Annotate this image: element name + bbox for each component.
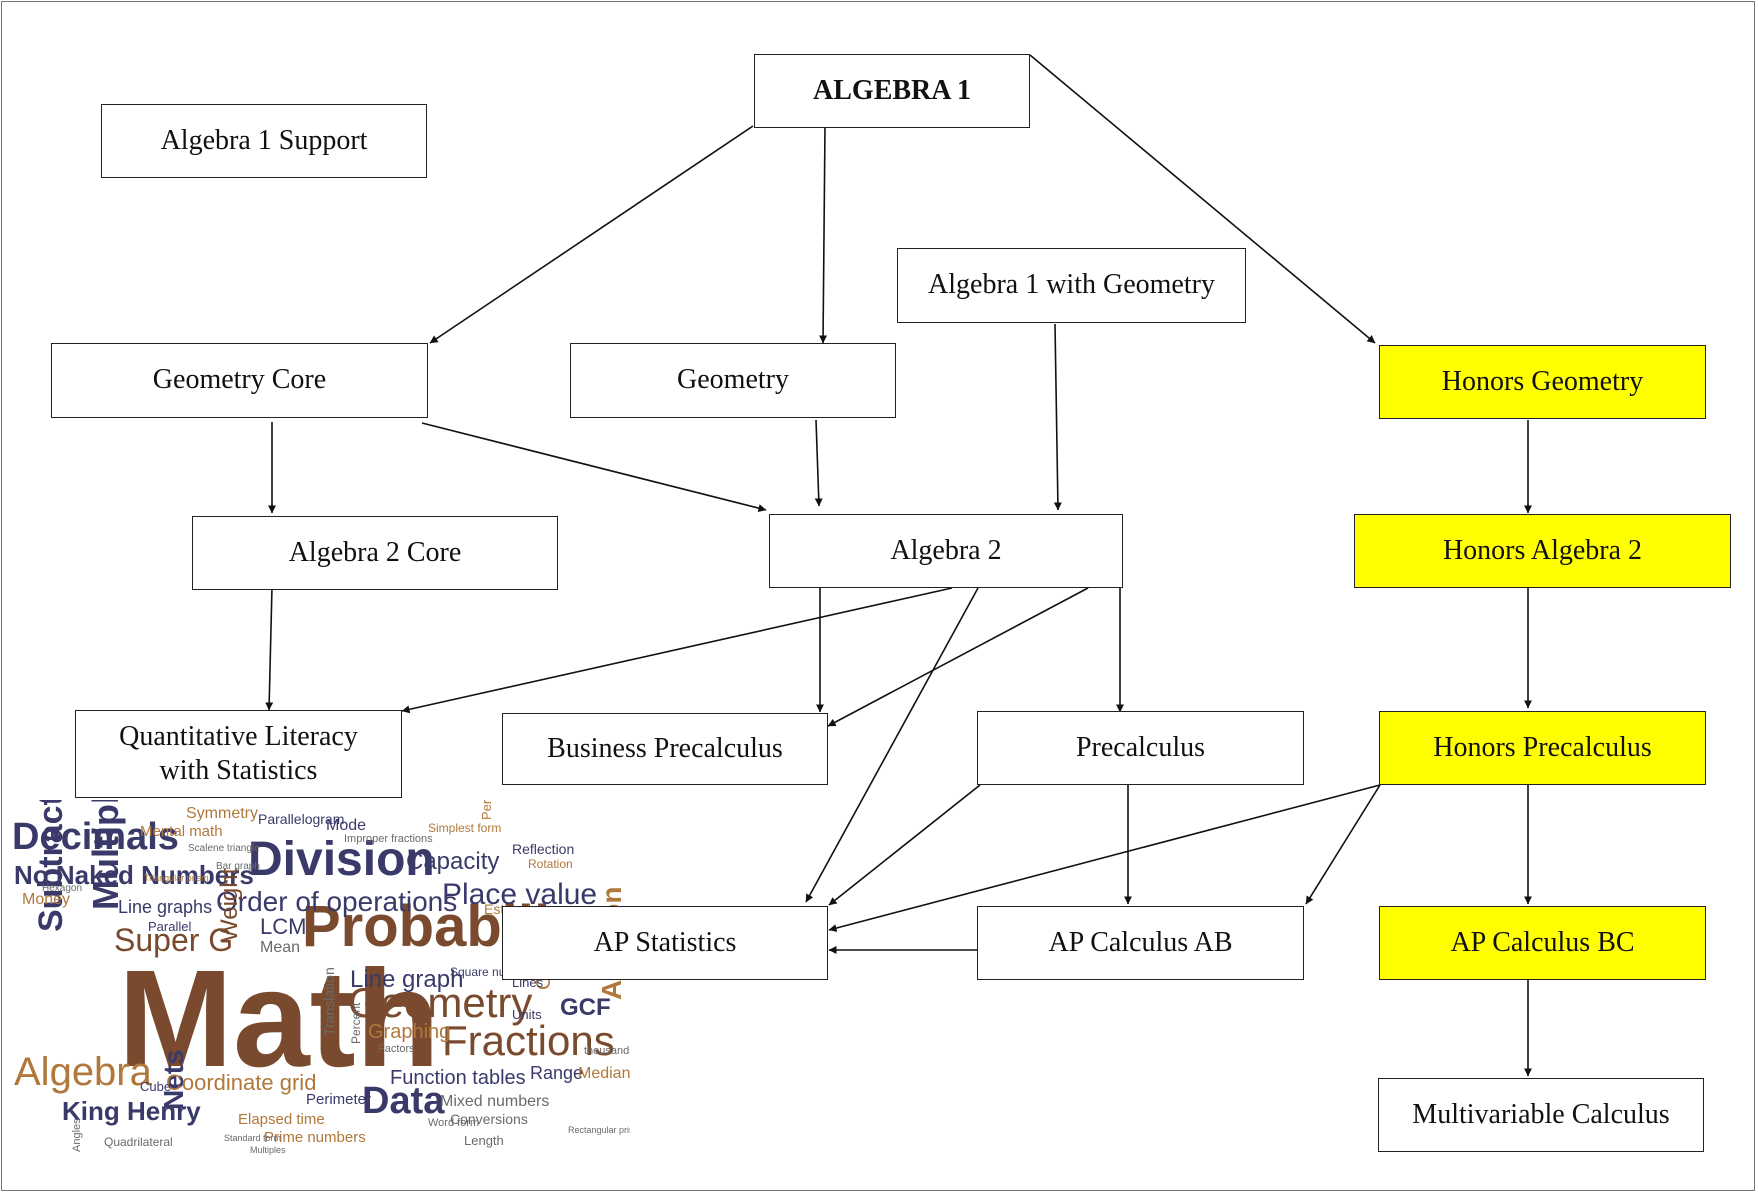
word-cloud-word: Parallelogram [258, 811, 345, 827]
word-cloud-word: Units [512, 1007, 542, 1022]
word-cloud-word: Weight [216, 867, 243, 942]
word-cloud-word: Quadrilateral [104, 1135, 173, 1149]
word-cloud-word: Parallel [148, 919, 192, 934]
word-cloud-word: Hexagon [42, 883, 83, 894]
word-cloud-word: Multiples [250, 1145, 286, 1155]
word-cloud-word: Coordinate grid [166, 1070, 317, 1095]
word-cloud-word: Symmetry [186, 805, 258, 822]
course-multivariable-calculus[interactable]: Multivariable Calculus [1378, 1078, 1704, 1152]
arrow-algebra2-to-ap-statistics [805, 587, 979, 903]
word-cloud-word: Multiplication [85, 800, 126, 910]
word-cloud-word: Rectangular prism [568, 1125, 630, 1135]
arrow-geometry-core-to-algebra2 [421, 422, 767, 513]
word-cloud-word: Algebra [14, 1050, 152, 1094]
word-cloud-word: Perimeter [306, 1091, 372, 1108]
word-cloud-word: Function tables [390, 1067, 526, 1089]
course-geometry[interactable]: Geometry [570, 343, 896, 418]
course-ap-calculus-bc[interactable]: AP Calculus BC [1379, 906, 1706, 980]
course-algebra-1-support[interactable]: Algebra 1 Support [101, 104, 427, 178]
word-cloud-word: Standard form [224, 1133, 282, 1143]
arrow-algebra1-geometry-to-algebra2 [1053, 323, 1062, 511]
word-cloud-word: Factors [378, 1043, 415, 1055]
word-cloud-word: Geometry [348, 979, 533, 1026]
course-ap-calculus-ab[interactable]: AP Calculus AB [977, 906, 1304, 980]
word-cloud-word: Angles [71, 1118, 83, 1152]
word-cloud-word: Capacity [406, 848, 500, 875]
arrow-algebra2-to-quant-literacy [401, 587, 953, 714]
arrow-honors-precalc-to-ap-calc-ab [1305, 784, 1381, 905]
word-cloud-word: Line graph [350, 966, 464, 993]
word-cloud-word: Division [248, 833, 435, 886]
word-cloud-word: Elapsed time [238, 1111, 325, 1128]
arrow-algebra1-to-geometry-core [429, 125, 754, 344]
word-cloud-word: Super G [114, 922, 234, 958]
word-cloud-word: Data [362, 1080, 445, 1122]
word-cloud-word: thousands [584, 1045, 630, 1057]
word-cloud-word: Place value [442, 878, 598, 911]
word-cloud-word: Triangular prism [144, 873, 209, 883]
course-ap-statistics[interactable]: AP Statistics [502, 906, 828, 980]
word-cloud-word: Improper fractions [344, 833, 433, 845]
word-cloud-word: Conversions [450, 1111, 528, 1127]
arrow-algebra1-to-honors-geometry [1029, 54, 1376, 344]
course-algebra-2-core[interactable]: Algebra 2 Core [192, 516, 558, 590]
course-honors-algebra-2[interactable]: Honors Algebra 2 [1354, 514, 1731, 588]
word-cloud-word: Mixed numbers [440, 1093, 550, 1110]
word-cloud-word: Word form [428, 1117, 480, 1129]
course-honors-precalculus[interactable]: Honors Precalculus [1379, 711, 1706, 785]
word-cloud-word: Decimals [12, 816, 179, 858]
course-algebra-1[interactable]: ALGEBRA 1 [754, 54, 1030, 128]
word-cloud-word: Graphing [368, 1021, 451, 1043]
arrow-precalculus-to-ap-statistics [828, 784, 981, 906]
word-cloud-word: Prime numbers [264, 1129, 366, 1146]
course-algebra-2[interactable]: Algebra 2 [769, 514, 1123, 588]
word-cloud-word: Mean [260, 939, 301, 956]
arrow-algebra2-to-business-precalc-b [827, 587, 1089, 727]
course-algebra-1-with-geometry[interactable]: Algebra 1 with Geometry [897, 248, 1246, 323]
word-cloud-word: Math [118, 942, 440, 1096]
word-cloud-word: LCM [260, 914, 307, 939]
word-cloud-word: Median [578, 1065, 630, 1082]
word-cloud-word: Fractions [442, 1017, 615, 1064]
word-cloud-word: Line graphs [118, 897, 213, 917]
arrow-geometry-to-algebra2 [814, 419, 823, 507]
arrow-algebra1-to-geometry [819, 125, 828, 344]
arrow-algebra2-core-to-quant-literacy [265, 586, 274, 711]
word-cloud-word: Cube [140, 1079, 172, 1094]
word-cloud-word: Percent [349, 1002, 363, 1044]
word-cloud-word: Bar graph [216, 861, 260, 872]
course-business-precalculus[interactable]: Business Precalculus [502, 713, 828, 785]
word-cloud-word: Reflection [512, 841, 575, 857]
course-quantitative-literacy[interactable]: Quantitative Literacy with Statistics [75, 710, 402, 798]
word-cloud-word: Translation [321, 967, 337, 1036]
word-cloud-word: Mode [326, 817, 367, 834]
course-precalculus[interactable]: Precalculus [977, 711, 1304, 785]
word-cloud-word: Perpendicular [479, 800, 494, 820]
word-cloud-word: GCF [560, 994, 611, 1021]
word-cloud-word: King Henry [62, 1096, 201, 1126]
word-cloud-word: No Naked Numbers [14, 860, 254, 890]
course-geometry-core[interactable]: Geometry Core [51, 343, 428, 418]
word-cloud-word: Simplest form [428, 821, 502, 835]
arrow-honors-precalc-to-ap-statistics [828, 784, 1381, 932]
word-cloud-word: Mental math [140, 823, 223, 840]
word-cloud-word: Rotation [528, 857, 573, 871]
word-cloud-word: Length [464, 1133, 504, 1148]
word-cloud-word: Order of operations [216, 886, 458, 917]
word-cloud-word: Range [530, 1063, 584, 1083]
word-cloud-word: Money [22, 891, 71, 908]
course-honors-geometry[interactable]: Honors Geometry [1379, 345, 1706, 419]
word-cloud-word: Scalene triangle [188, 843, 260, 854]
